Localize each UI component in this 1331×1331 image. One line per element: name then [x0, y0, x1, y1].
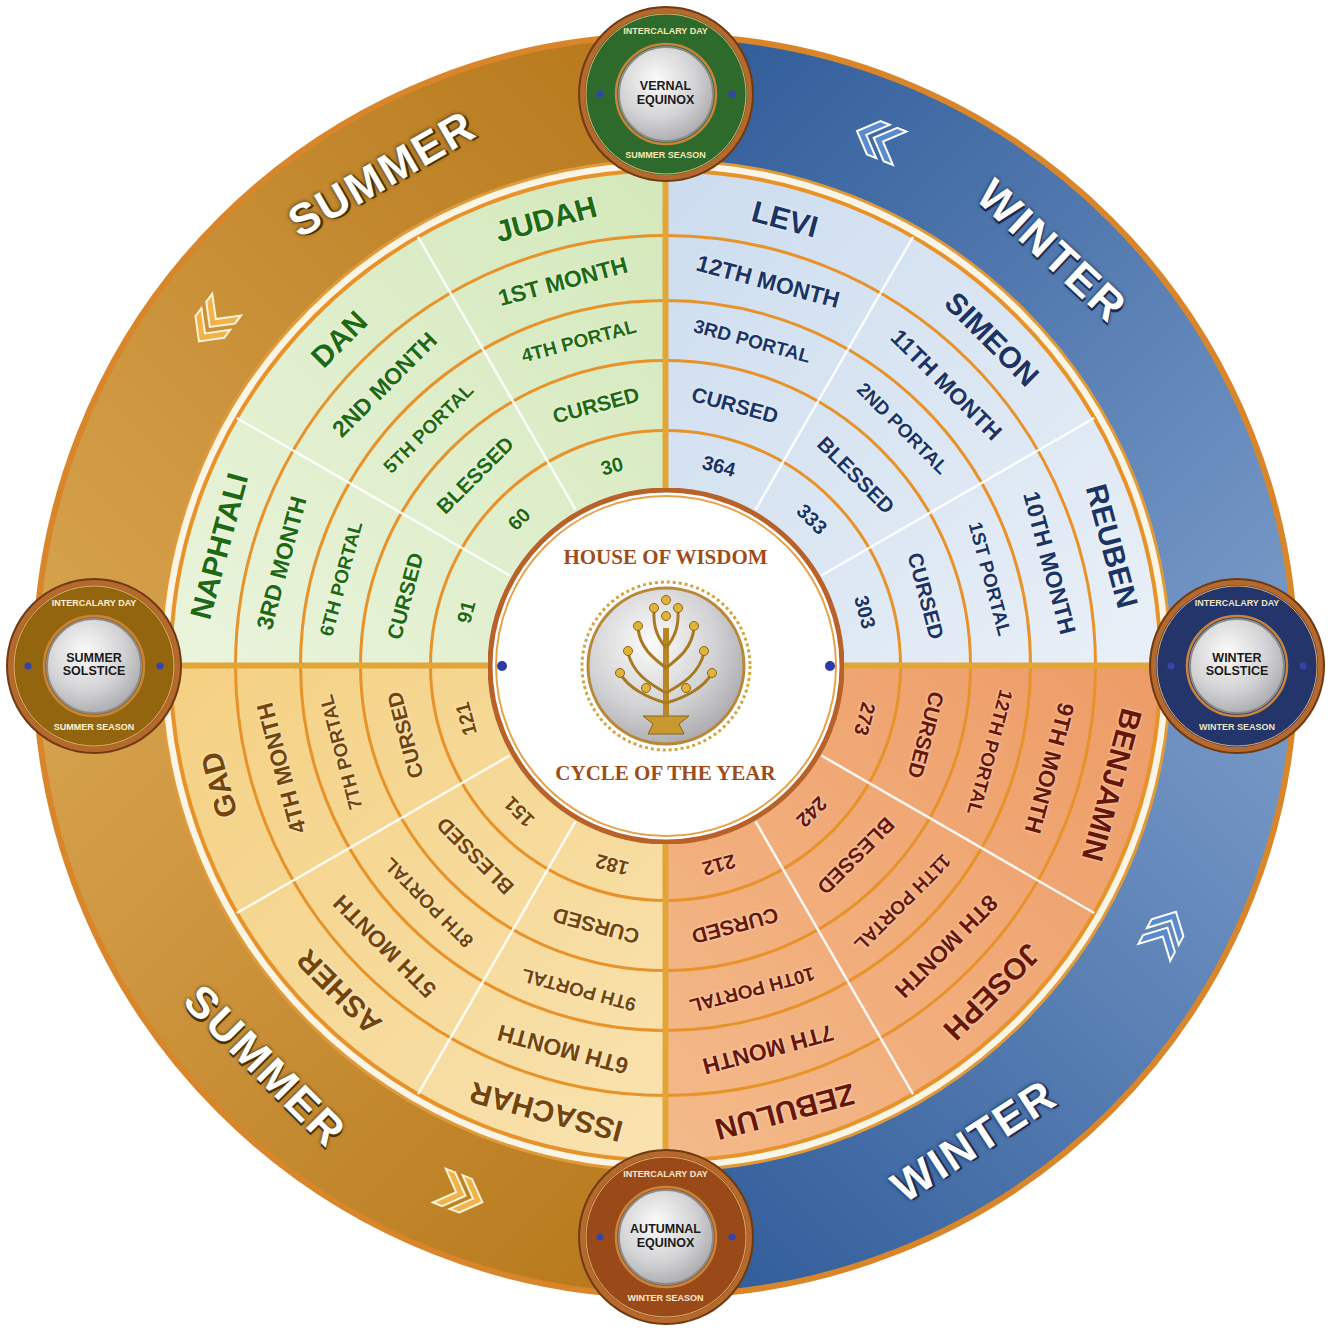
intercalary-medallion: INTERCALARY DAY AUTUMNAL EQUINOX WINTER SE… [578, 1149, 754, 1325]
chevron-mark [433, 1169, 472, 1213]
chevron [185, 294, 241, 352]
medallion-ring-text: SUMMER SEASON [625, 151, 706, 161]
chevron [1138, 903, 1191, 961]
medallion-rim [579, 7, 753, 181]
chevron-mark [867, 121, 906, 165]
medallion-gem [157, 662, 164, 669]
center-gem [825, 661, 835, 671]
center-title: HOUSE OF WISDOM [563, 546, 767, 569]
medallion-ring-text: WINTER SEASON [1199, 723, 1275, 733]
medallion-disc [619, 47, 713, 141]
medallion-ring-text: INTERCALARY DAY [623, 1170, 708, 1180]
center-disc: HOUSE OF WISDOM CYCLE OF THE YEAR [488, 488, 844, 844]
intercalary-medallion: INTERCALARY DAY WINTER SOLSTICE WINTER SEA… [1149, 578, 1325, 754]
medallion-name: AUTUMNAL EQUINOX [624, 1223, 708, 1251]
medallion-ring [1156, 585, 1318, 747]
intercalary-medallion: INTERCALARY DAY VERNAL EQUINOX SUMMER SEAS… [578, 6, 754, 182]
tree-leaf [641, 683, 650, 692]
tree-leaf [623, 646, 632, 655]
medallion-gem [1300, 662, 1307, 669]
lace-ring [582, 582, 750, 750]
tree-leaf [649, 603, 658, 612]
medallion-rim [7, 579, 181, 753]
medallion-name: SUMMER SOLSTICE [52, 652, 136, 680]
ring-line [431, 431, 901, 901]
tree-leaf [681, 683, 690, 692]
tree-branch [666, 628, 694, 668]
medallion-ring-line [1157, 586, 1317, 746]
tree-leaf [689, 621, 698, 630]
center-rim [490, 490, 842, 842]
medallion-disc-rim [44, 616, 144, 716]
tree-branch [638, 628, 666, 668]
tree-leaf [615, 668, 624, 677]
outer-rim [36, 36, 1296, 1296]
tree-leaf [673, 603, 682, 612]
medallion-ring-line [586, 14, 746, 174]
medallion-disc-rim [616, 44, 716, 144]
chevron-mark [195, 294, 241, 338]
medallion-ring-text: INTERCALARY DAY [1195, 599, 1280, 609]
medallion-gem [728, 91, 735, 98]
medallion-disc [619, 1190, 713, 1284]
medallion-ring [585, 1156, 747, 1318]
tree-branch [620, 673, 666, 703]
medallion-ring-line [586, 1157, 746, 1317]
medallion-disc [47, 619, 141, 713]
center-ring-line [496, 496, 836, 836]
tree-leaf [661, 611, 670, 620]
tree-leaf [707, 668, 716, 677]
medallion-ring-text: SUMMER SEASON [54, 723, 135, 733]
chevron [850, 114, 906, 165]
chevron-mark [1138, 919, 1183, 961]
chevron [433, 1169, 489, 1219]
medallion-gem [1168, 662, 1175, 669]
tree-vase [643, 716, 689, 734]
tree-leaf [699, 646, 708, 655]
medallion-rim [1150, 579, 1324, 753]
medallion-gem [728, 1234, 735, 1241]
chevrons [185, 114, 1192, 1219]
medallion-gem [596, 91, 603, 98]
medallion-disc-rim [1187, 616, 1287, 716]
medallion-gem [25, 662, 32, 669]
quadrant-dividers [36, 36, 1295, 1295]
medallion-disc-rim [616, 1187, 716, 1287]
silver-disc [588, 588, 744, 744]
intercalary-medallion: INTERCALARY DAY SUMMER SOLSTICE SUMMER SEA… [6, 578, 182, 754]
center-disc-shape [488, 488, 844, 844]
center-gem [497, 661, 507, 671]
tree-leaf [633, 621, 642, 630]
medallion-ring [585, 13, 747, 175]
tree-branch [666, 673, 712, 703]
medallion-name: VERNAL EQUINOX [624, 80, 708, 108]
medallion-ring-text: WINTER SEASON [627, 1294, 703, 1304]
medallion-ring [13, 585, 175, 747]
medallion-ring-text: INTERCALARY DAY [623, 27, 708, 37]
medallion-rim [579, 1150, 753, 1324]
tree-leaf [661, 595, 670, 604]
medallion-ring-line [14, 586, 174, 746]
medallion-gem [596, 1234, 603, 1241]
medallion-ring-text: INTERCALARY DAY [52, 599, 137, 609]
medallion-name: WINTER SOLSTICE [1195, 652, 1279, 680]
medallion-disc [1190, 619, 1284, 713]
center-title: CYCLE OF THE YEAR [555, 762, 775, 785]
